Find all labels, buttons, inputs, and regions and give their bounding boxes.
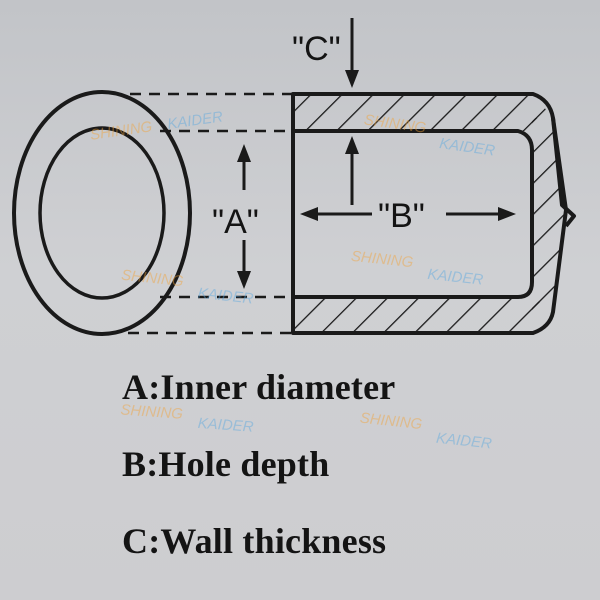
section-outline [291,92,576,335]
dimension-c-label: "C" [292,30,341,68]
end-wall-section [532,118,566,312]
legend-hole-depth: B:Hole depth [122,444,330,484]
watermark-text-orange: SHINING [89,118,154,144]
end-view-outer-circle [12,90,192,336]
dimension-a-arrow [237,144,251,289]
watermark-text-blue: KAIDER [197,285,254,308]
watermark-text-blue: KAIDER [438,135,496,160]
watermark-text-blue: KAIDER [435,430,492,453]
dimension-b-label: "B" [378,197,425,235]
top-wall-section [293,94,553,131]
legend-wall-thickness: C:Wall thickness [122,521,387,561]
watermark-text-blue: KAIDER [427,266,484,289]
watermark-text-blue: KAIDER [166,108,224,133]
projection-lines [128,92,292,335]
bottom-wall-section [293,297,553,333]
legend-inner-diameter: A:Inner diameter [122,367,396,407]
watermark-text-orange: SHINING [350,248,414,271]
dimension-a-label: "A" [212,203,259,241]
dimension-c-arrow [345,18,359,205]
watermark-text-blue: KAIDER [197,415,254,436]
watermark-text-orange: SHINING [120,401,184,422]
watermark-text-orange: SHINING [120,267,184,290]
watermark-text-orange: SHINING [359,410,423,433]
dimension-b-arrow [300,207,516,221]
end-view-inner-circle [38,126,166,300]
